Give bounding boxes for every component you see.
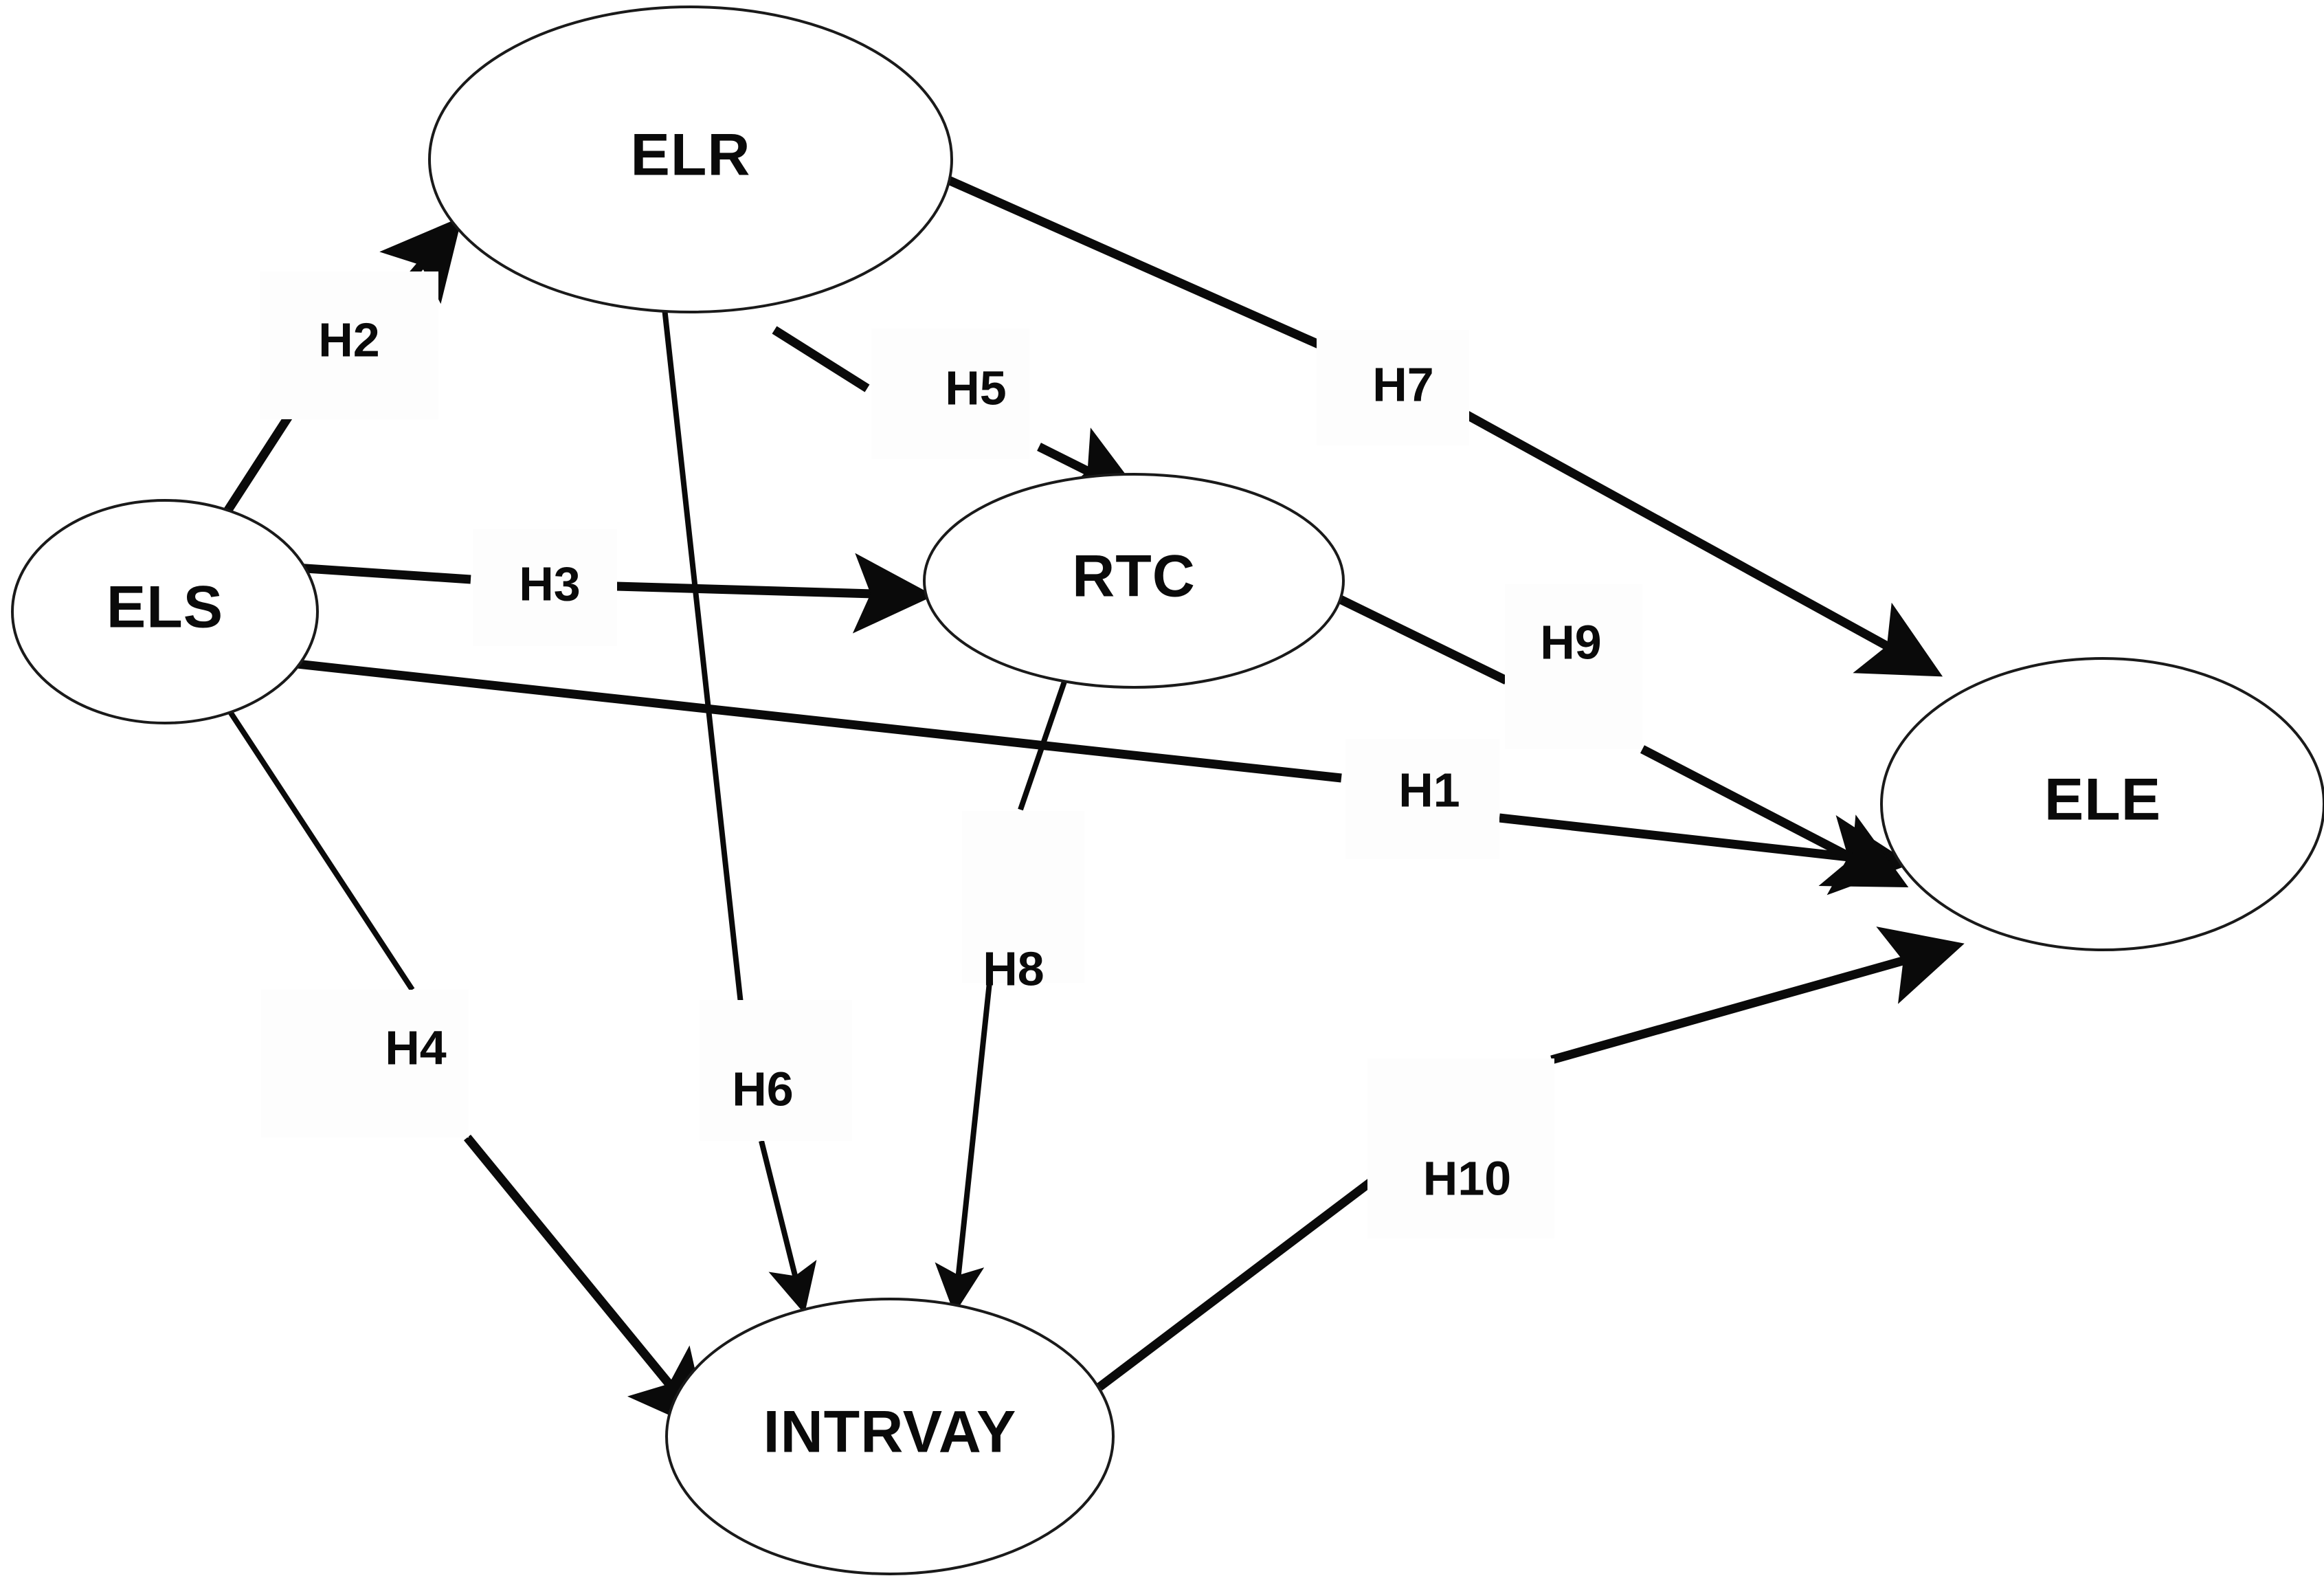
edge-label-h7: H7 <box>1317 330 1469 445</box>
edge-h4-segment-1 <box>216 692 415 992</box>
edge-label-h8-text: H8 <box>983 942 1044 995</box>
edge-label-h6-bg <box>700 1000 852 1141</box>
node-elr-ellipse[interactable] <box>428 5 953 313</box>
edge-h5-segment-1 <box>772 326 870 392</box>
node-rtc-label: RTC <box>1072 544 1196 610</box>
edge-label-h8-bg <box>962 811 1084 983</box>
edge-h3-segment-2 <box>616 553 935 634</box>
edge-h10-segment-2 <box>1550 926 1965 1065</box>
edge-h6-segment-2 <box>759 1140 817 1314</box>
node-ele-label: ELE <box>2044 767 2161 833</box>
node-els[interactable]: ELS <box>11 499 319 724</box>
edge-h7 <box>920 164 1943 677</box>
edge-label-h3: H3 <box>473 529 617 646</box>
edge-label-h3-bg <box>473 529 617 646</box>
edge-label-h10-bg <box>1367 1058 1554 1239</box>
node-intrvay-label: INTRVAY <box>763 1399 1017 1465</box>
node-rtc-ellipse[interactable] <box>923 473 1345 689</box>
edge-label-h2: H2 <box>260 271 438 419</box>
edge-label-h7-text: H7 <box>1372 357 1433 411</box>
edge-label-h6-text: H6 <box>732 1062 793 1116</box>
edge-h9 <box>1324 588 1909 887</box>
edge-h8-segment-1 <box>1018 672 1070 811</box>
edge-h10 <box>1097 926 1965 1391</box>
edge-label-h8: H8 <box>962 811 1084 995</box>
node-ele[interactable]: ELE <box>1880 657 2324 951</box>
node-elr[interactable]: ELR <box>428 5 953 313</box>
edge-h6-segment-1 <box>659 282 744 1004</box>
edge-label-h6: H6 <box>700 1000 852 1141</box>
edge-label-h4: H4 <box>261 990 469 1137</box>
edge-h3-segment-1 <box>295 563 471 584</box>
edge-h7-segment-1 <box>920 164 1327 351</box>
node-intrvay[interactable]: INTRVAY <box>665 1298 1115 1575</box>
edge-label-h1-text: H1 <box>1398 763 1460 817</box>
edge-label-h9: H9 <box>1505 584 1642 749</box>
edge-label-h1: H1 <box>1345 739 1499 859</box>
edge-h1 <box>278 657 1912 896</box>
edge-h4 <box>216 692 710 1434</box>
edge-label-h5: H5 <box>871 329 1029 459</box>
edge-h6 <box>659 282 817 1314</box>
edge-label-h4-text: H4 <box>385 1021 447 1074</box>
edge-label-h9-bg <box>1505 584 1642 749</box>
node-ele-ellipse[interactable] <box>1880 657 2324 951</box>
node-elr-label: ELR <box>631 122 751 188</box>
edge-label-h7-bg <box>1317 330 1469 445</box>
node-els-label: ELS <box>107 575 223 641</box>
edge-label-h1-bg <box>1345 739 1499 859</box>
node-rtc[interactable]: RTC <box>923 473 1345 689</box>
edge-label-h9-text: H9 <box>1540 615 1601 669</box>
edge-label-h10: H10 <box>1367 1058 1554 1239</box>
edge-h9-segment-1 <box>1324 588 1508 685</box>
edge-h1-segment-1 <box>278 657 1342 783</box>
edge-h1-segment-2 <box>1499 813 1912 896</box>
edge-label-h10-text: H10 <box>1423 1151 1511 1205</box>
edge-label-h5-text: H5 <box>945 361 1006 414</box>
edge-label-h2-bg <box>260 271 438 419</box>
edge-h4-segment-2 <box>463 1134 710 1434</box>
edge-label-h4-bg <box>261 990 469 1137</box>
edge-label-h2-text: H2 <box>318 313 379 366</box>
node-els-ellipse[interactable] <box>11 499 319 724</box>
edge-h7-segment-2 <box>1460 408 1943 677</box>
edge-h10-segment-1 <box>1097 1177 1375 1391</box>
edge-label-h3-text: H3 <box>519 557 580 610</box>
edge-h3 <box>295 553 935 634</box>
node-intrvay-ellipse[interactable] <box>665 1298 1115 1575</box>
edge-h9-segment-2 <box>1640 745 1909 887</box>
edge-label-h5-bg <box>871 329 1029 459</box>
